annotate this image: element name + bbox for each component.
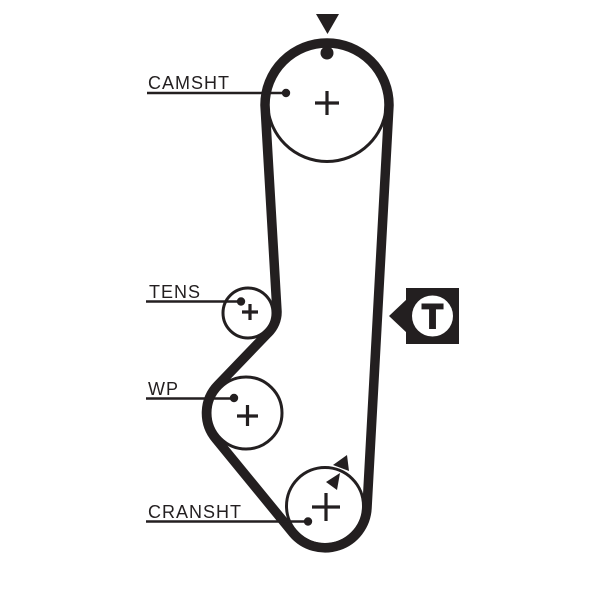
timing-belt	[201, 38, 394, 553]
camshaft-center-cross-icon	[315, 91, 339, 115]
water-pump-callout: WP	[146, 379, 239, 403]
tension-badge-circle-icon	[412, 295, 453, 337]
camshaft-timing-dot-icon	[320, 46, 334, 60]
camshaft-leader-dot	[281, 88, 291, 98]
water-pump-label: WP	[148, 379, 179, 399]
crankshaft-callout: CRANSHT	[146, 502, 313, 526]
camshaft-timing-arrow-icon	[316, 14, 339, 34]
tensioner-callout: TENS	[146, 282, 246, 306]
water-pump-leader-dot	[229, 393, 239, 403]
tensioner-leader-dot	[236, 297, 246, 306]
camshaft-label: CAMSHT	[148, 73, 230, 93]
tensioner-label: TENS	[149, 282, 201, 302]
tension-badge-arrow-tail-icon	[389, 299, 407, 333]
camshaft-callout: CAMSHT	[147, 73, 291, 98]
tension-point-badge: T	[389, 288, 459, 344]
crankshaft-timing-mark-upper-icon	[333, 455, 349, 471]
tension-badge-letter: T	[422, 298, 443, 336]
crankshaft-timing-mark-lower-icon	[326, 473, 340, 490]
crankshaft-leader-dot	[303, 517, 313, 526]
crankshaft-label: CRANSHT	[148, 502, 242, 522]
crankshaft-center-cross-icon	[312, 493, 340, 521]
tensioner-center-cross-icon	[242, 304, 258, 320]
water-pump-center-cross-icon	[237, 405, 258, 426]
